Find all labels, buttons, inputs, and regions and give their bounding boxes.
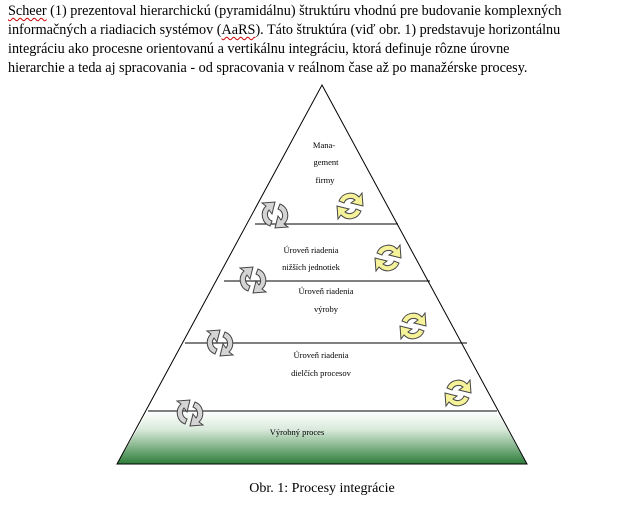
paragraph-line-1: Scheer (1) prezentoval hierarchickú (pyr… [8, 2, 636, 21]
gray-cycle-icon [239, 266, 267, 294]
paragraph-line-4: hierarchie a teda aj spracovania - od sp… [8, 59, 636, 78]
text: hierarchie a teda aj spracovania - od sp… [8, 60, 528, 76]
text: ). Táto štruktúra (viď obr. 1) predstavu… [255, 22, 561, 38]
level-2-label-2: nižších jednotiek [282, 262, 341, 272]
level-2-label-1: Úroveň riadenia [284, 245, 339, 255]
text: informačných a riadiacich systémov ( [8, 22, 222, 38]
level-top-label-2: gement [313, 157, 339, 167]
body-paragraph: Scheer (1) prezentoval hierarchickú (pyr… [8, 2, 636, 78]
yellow-cycle-icon [374, 244, 402, 272]
paragraph-line-3: integráciu ako procesne orientovanú a ve… [8, 40, 636, 59]
paragraph-line-2: informačných a riadiacich systémov (AaRS… [8, 21, 636, 40]
yellow-cycle-icon [336, 192, 364, 220]
level-3-label-1: Úroveň riadenia [299, 286, 354, 296]
yellow-cycle-icon [444, 379, 472, 407]
figure-caption: Obr. 1: Procesy integrácie [249, 481, 395, 496]
level-4-label-1: Úroveň riadenia [294, 350, 349, 360]
level-top-label-3: firmy [316, 175, 336, 185]
level-4-label-2: dielčích procesov [291, 368, 351, 378]
spellcheck-word: AaRS [221, 22, 256, 38]
spellcheck-word: Scheer [8, 3, 47, 19]
yellow-cycle-icon [399, 312, 427, 340]
text: integráciu ako procesne orientovanú a ve… [8, 41, 510, 57]
level-top-label-1: Mana- [313, 140, 335, 150]
pyramid-outline [116, 83, 528, 465]
base-label: Výrobný proces [270, 427, 325, 437]
integration-pyramid-diagram: Mana- gement firmy Úroveň riadenia nižší… [116, 83, 528, 465]
level-3-label-2: výroby [314, 304, 339, 314]
base-band [117, 411, 527, 464]
text: (1) prezentoval hierarchickú (pyramidáln… [46, 3, 562, 19]
